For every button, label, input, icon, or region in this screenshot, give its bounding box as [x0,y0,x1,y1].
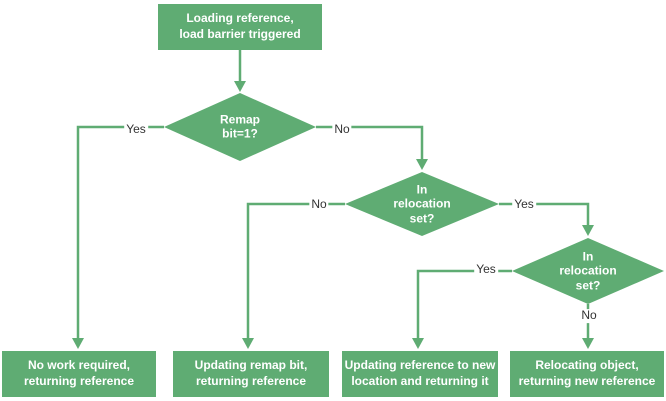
node-outcome-no-work: No work required, returning reference [2,351,156,397]
arrowhead-icon [234,81,246,92]
node-start: Loading reference, load barrier triggere… [158,4,322,50]
arrowhead-icon [242,338,254,349]
arrowhead-icon [582,338,594,349]
node-outcome-update-reference: Updating reference to new location and r… [342,351,498,397]
arrowhead-icon [582,225,594,236]
node-outcome-relocate-object: Relocating object, returning new referen… [510,351,664,397]
connector-decision3-yes [416,269,512,340]
arrowhead-icon [412,338,424,349]
edge-label-yes-decision3: Yes [474,262,498,277]
decision-diamond-relocation-set-2 [512,238,664,304]
edge-label-yes-decision2: Yes [512,197,536,212]
edge-label-yes-decision1: Yes [124,122,148,137]
arrowhead-icon [416,159,428,170]
edge-label-no-decision3: No [579,308,599,323]
arrowhead-icon [72,338,84,349]
decision-diamond-relocation-set-1 [345,172,499,236]
connector-decision1-yes [76,125,164,340]
edge-label-no-decision2: No [309,197,329,212]
edge-label-no-decision1: No [332,122,352,137]
connector-decision2-no [246,202,345,340]
decision-diamond-remap-bit [164,93,316,161]
node-outcome-update-remap-bit: Updating remap bit, returning reference [173,351,329,397]
